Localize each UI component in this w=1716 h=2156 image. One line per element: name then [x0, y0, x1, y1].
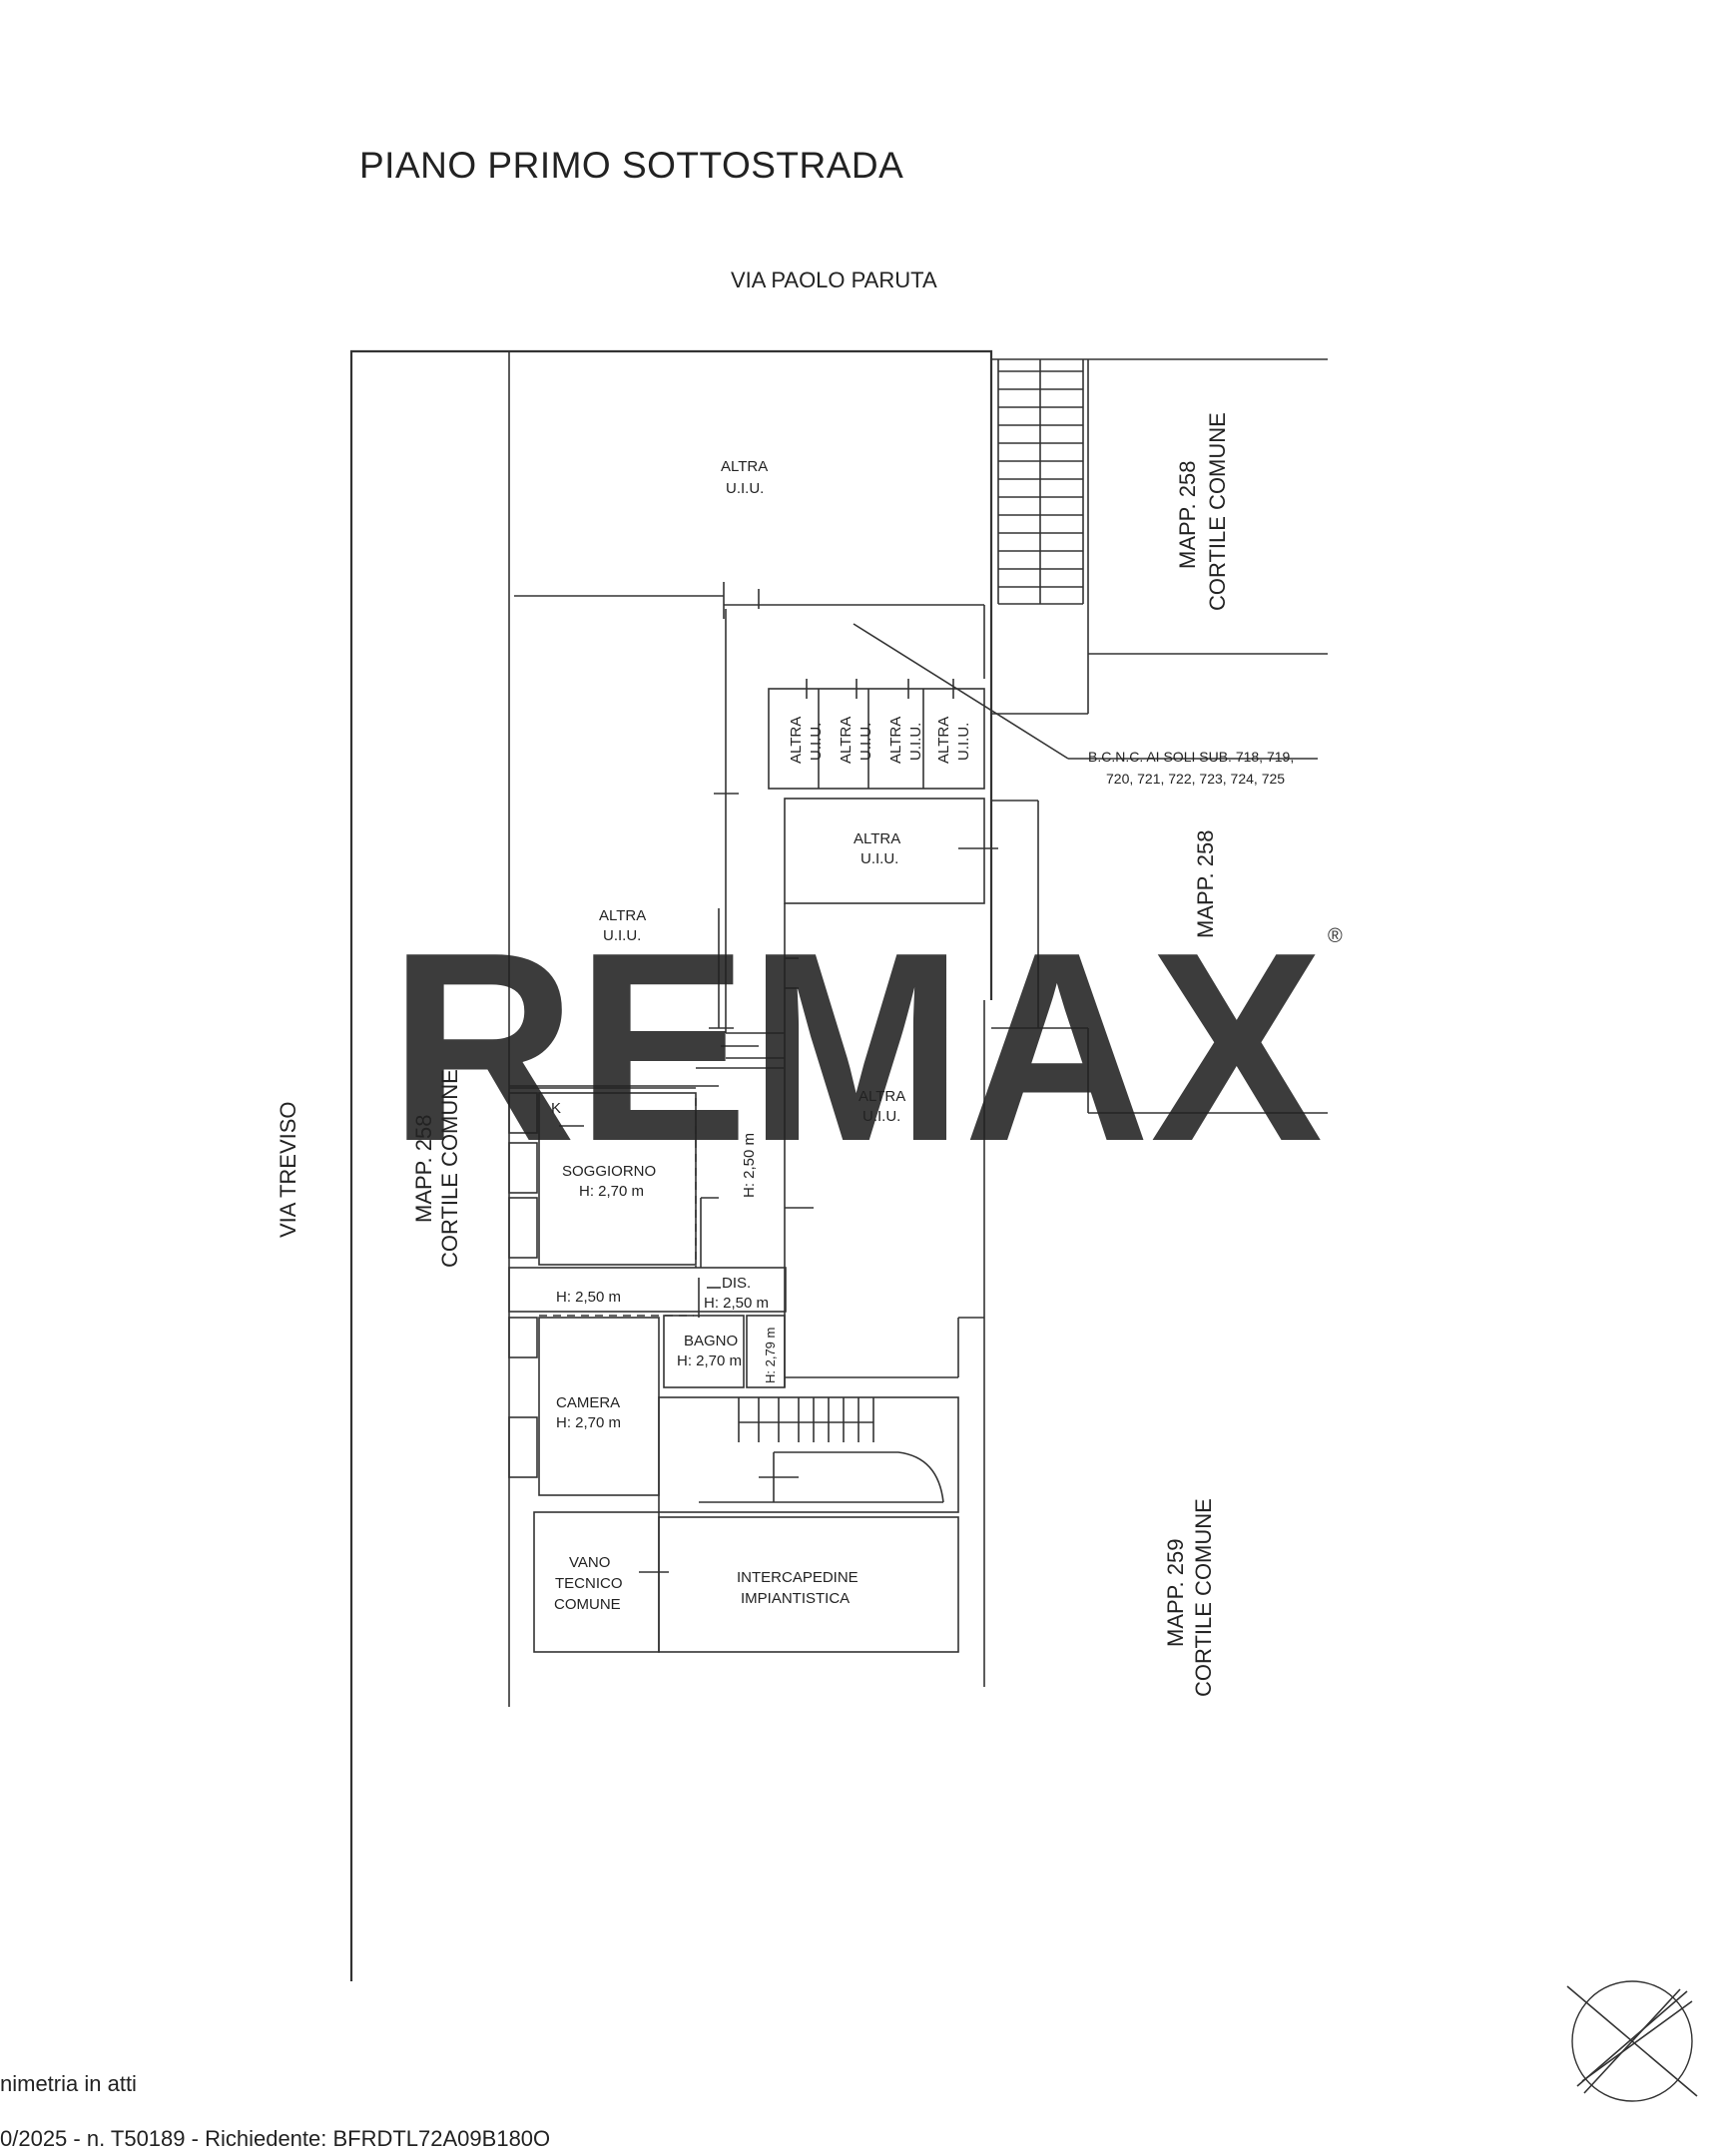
- mapp-left-1: MAPP. 258: [411, 1115, 436, 1223]
- watermark-registered-mark: ®: [1328, 925, 1343, 947]
- altra-top-1: ALTRA: [721, 458, 768, 475]
- street-label-top: VIA PAOLO PARUTA: [731, 268, 937, 292]
- mapp-right-bottom-1: MAPP. 259: [1163, 1539, 1188, 1647]
- storage-uiu-4: U.I.U.: [955, 723, 972, 761]
- parcel-labels: MAPP. 258 CORTILE COMUNE MAPP. 258 MAPP.…: [411, 412, 1230, 1697]
- camera-height: H: 2,70 m: [556, 1414, 621, 1431]
- staircase-top: [997, 359, 1084, 605]
- storage-uiu-1: U.I.U.: [808, 723, 825, 761]
- footer-line-2: 0/2025 - n. T50189 - Richiedente: BFRDTL…: [0, 2126, 550, 2151]
- mapp-right-mid: MAPP. 258: [1193, 830, 1218, 938]
- lower-stair: [658, 1396, 959, 1513]
- vano-line-3: COMUNE: [554, 1596, 621, 1613]
- uiu-top-1: U.I.U.: [726, 480, 764, 497]
- altra-right-low: ALTRA: [858, 1088, 905, 1105]
- uiu-mid-1: U.I.U.: [860, 850, 898, 867]
- kitchen-mark: K: [551, 1100, 561, 1117]
- walls-upper: [509, 582, 998, 1387]
- compass-icon: [1566, 1980, 1698, 2102]
- footer-line-1: nimetria in atti: [0, 2071, 137, 2096]
- outer-boundary: [349, 349, 1328, 1981]
- bagno-label: BAGNO: [684, 1333, 738, 1349]
- plan-title: PIANO PRIMO SOTTOSTRADA: [359, 145, 903, 186]
- storage-uiu-2: U.I.U.: [858, 723, 874, 761]
- uiu-left: U.I.U.: [603, 927, 641, 944]
- small-room-height: H: 2,79 m: [763, 1328, 778, 1383]
- vano-line-2: TECNICO: [555, 1575, 623, 1592]
- soggiorno-label: SOGGIORNO: [562, 1163, 656, 1180]
- storage-altra-2: ALTRA: [838, 717, 855, 764]
- room-labels: ALTRA U.I.U. ALTRA U.I.U. ALTRA U.I.U. A…: [551, 458, 1294, 1613]
- altra-mid-1: ALTRA: [854, 830, 900, 847]
- uiu-right-low: U.I.U.: [862, 1108, 900, 1125]
- bagno-height: H: 2,70 m: [677, 1352, 742, 1369]
- soggiorno-height: H: 2,70 m: [579, 1183, 644, 1200]
- storage-altra-1: ALTRA: [788, 717, 805, 764]
- dis-label: DIS.: [722, 1275, 751, 1292]
- bcnc-line-2: 720, 721, 722, 723, 724, 725: [1106, 771, 1285, 787]
- bcnc-line-1: B.C.N.C. AI SOLI SUB. 718, 719,: [1088, 749, 1294, 765]
- bottom-rooms: [533, 1511, 959, 1653]
- storage-uiu-3: U.I.U.: [907, 723, 924, 761]
- dis-height: H: 2,50 m: [704, 1295, 769, 1312]
- watermark-logo: REMAX: [389, 897, 1324, 1198]
- altra-left: ALTRA: [599, 907, 646, 924]
- apartment-walls: [508, 1067, 787, 1496]
- street-label-left: VIA TREVISO: [276, 1101, 300, 1238]
- corridor-height: H: 2,50 m: [741, 1133, 758, 1198]
- intercapedine-line-2: IMPIANTISTICA: [741, 1590, 850, 1607]
- camera-corridor-height: H: 2,50 m: [556, 1289, 621, 1306]
- storage-altra-3: ALTRA: [887, 717, 904, 764]
- mapp-right-top-1: MAPP. 258: [1175, 461, 1200, 569]
- bcnc-leader-line: [853, 623, 1069, 760]
- mapp-right-top-2: CORTILE COMUNE: [1205, 412, 1230, 611]
- camera-label: CAMERA: [556, 1394, 620, 1411]
- intercapedine-line-1: INTERCAPEDINE: [737, 1569, 858, 1586]
- mapp-right-bottom-2: CORTILE COMUNE: [1191, 1498, 1216, 1697]
- storage-altra-4: ALTRA: [935, 717, 952, 764]
- vano-line-1: VANO: [569, 1554, 610, 1571]
- mapp-left-2: CORTILE COMUNE: [437, 1069, 462, 1268]
